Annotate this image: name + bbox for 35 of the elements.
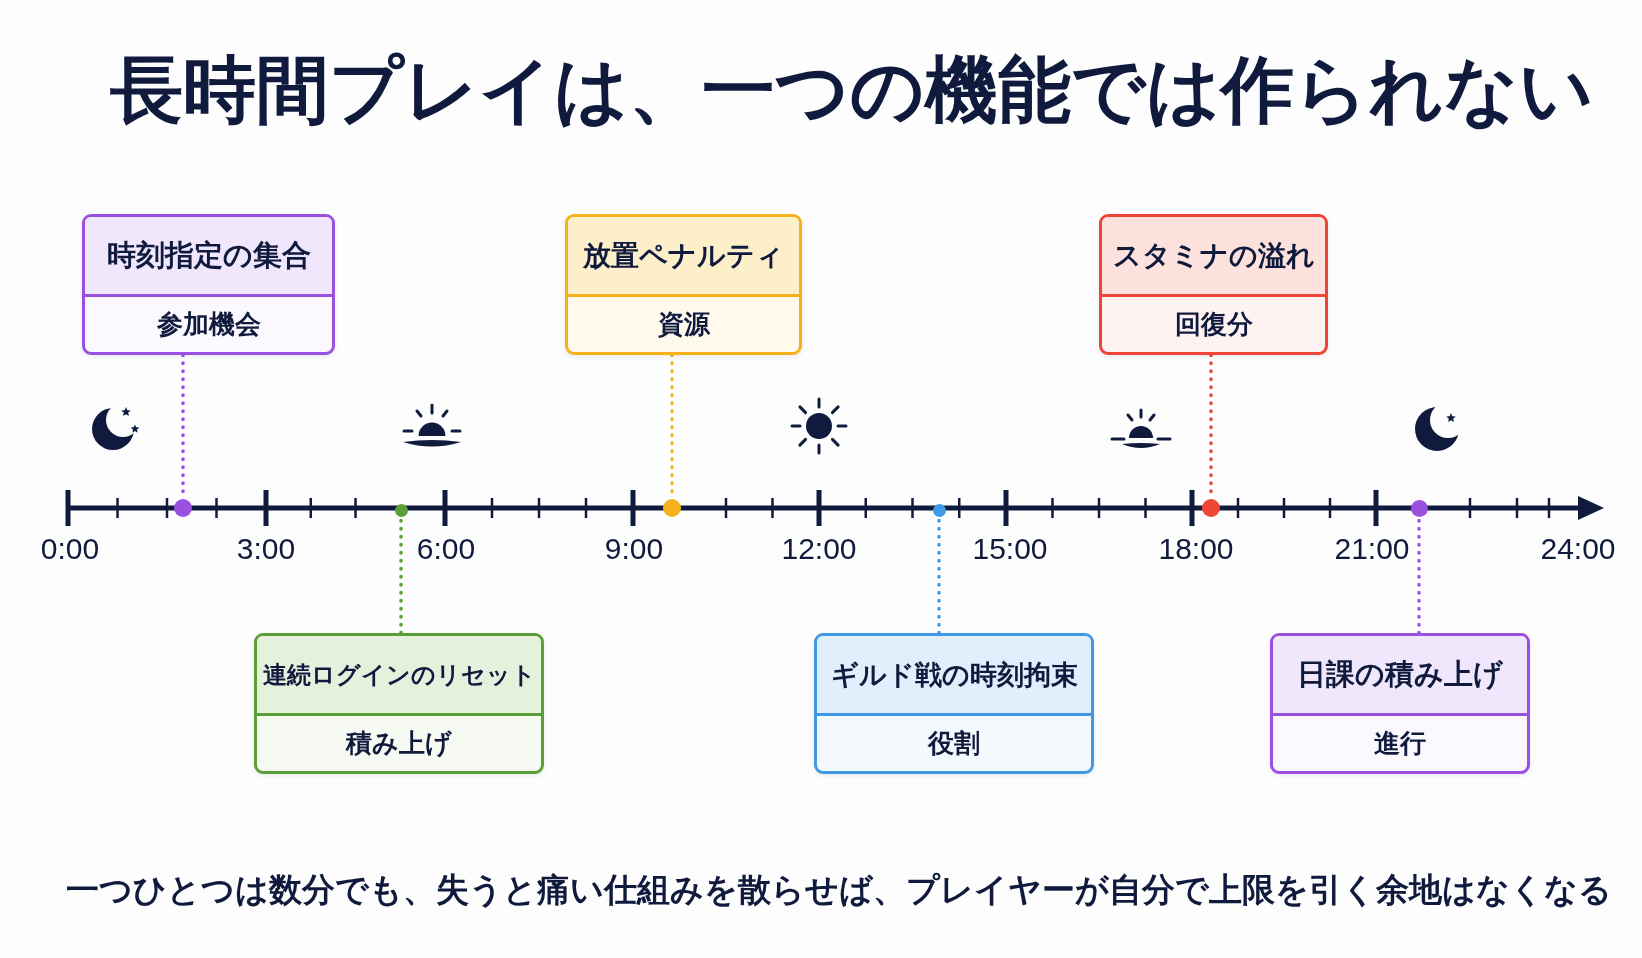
card-text: 進行	[1373, 727, 1427, 760]
card-text: 参加機会	[155, 308, 262, 341]
time-label: 9:00	[604, 532, 664, 566]
card-heading: 日課の積み上げ	[1273, 636, 1527, 716]
event-card	[1270, 633, 1530, 774]
card-text: 資源	[656, 308, 711, 341]
event-card	[254, 633, 544, 774]
event-card	[1099, 214, 1328, 355]
event-card	[814, 633, 1094, 774]
time-label: 15:00	[972, 532, 1048, 566]
card-heading: 連続ログインのリセット	[257, 636, 541, 716]
timeline-dot	[394, 503, 408, 517]
diagram-caption: 一つひとつは数分でも、失うと痛い仕組みを散らせば、プレイヤーが自分で上限を引く余地はなくなる	[66, 869, 1612, 911]
time-label: 0:00	[40, 532, 100, 566]
event-card	[565, 214, 802, 355]
event-card	[82, 214, 335, 355]
time-label: 3:00	[236, 532, 296, 566]
card-heading: ギルド戦の時刻拘束	[817, 636, 1091, 716]
time-label: 12:00	[781, 532, 857, 566]
time-label: 18:00	[1158, 532, 1234, 566]
card-heading: 時刻指定の集合	[85, 217, 332, 297]
timeline-dot	[932, 503, 946, 517]
timeline-dot	[1202, 499, 1220, 517]
time-label: 21:00	[1334, 532, 1410, 566]
timeline-dot	[663, 499, 681, 517]
time-label: 24:00	[1540, 532, 1616, 566]
card-text: 回復分	[1173, 308, 1254, 341]
card-text: 積み上げ	[344, 727, 453, 760]
timeline-dot	[1410, 499, 1428, 517]
diagram-title: 長時間プレイは、一つの機能では作られない	[110, 46, 1594, 134]
timeline-dot	[174, 499, 192, 517]
time-label: 6:00	[416, 532, 476, 566]
card-heading: 放置ペナルティ	[568, 217, 799, 297]
card-text: 役割	[926, 727, 981, 760]
card-heading: スタミナの溢れ	[1102, 217, 1325, 297]
